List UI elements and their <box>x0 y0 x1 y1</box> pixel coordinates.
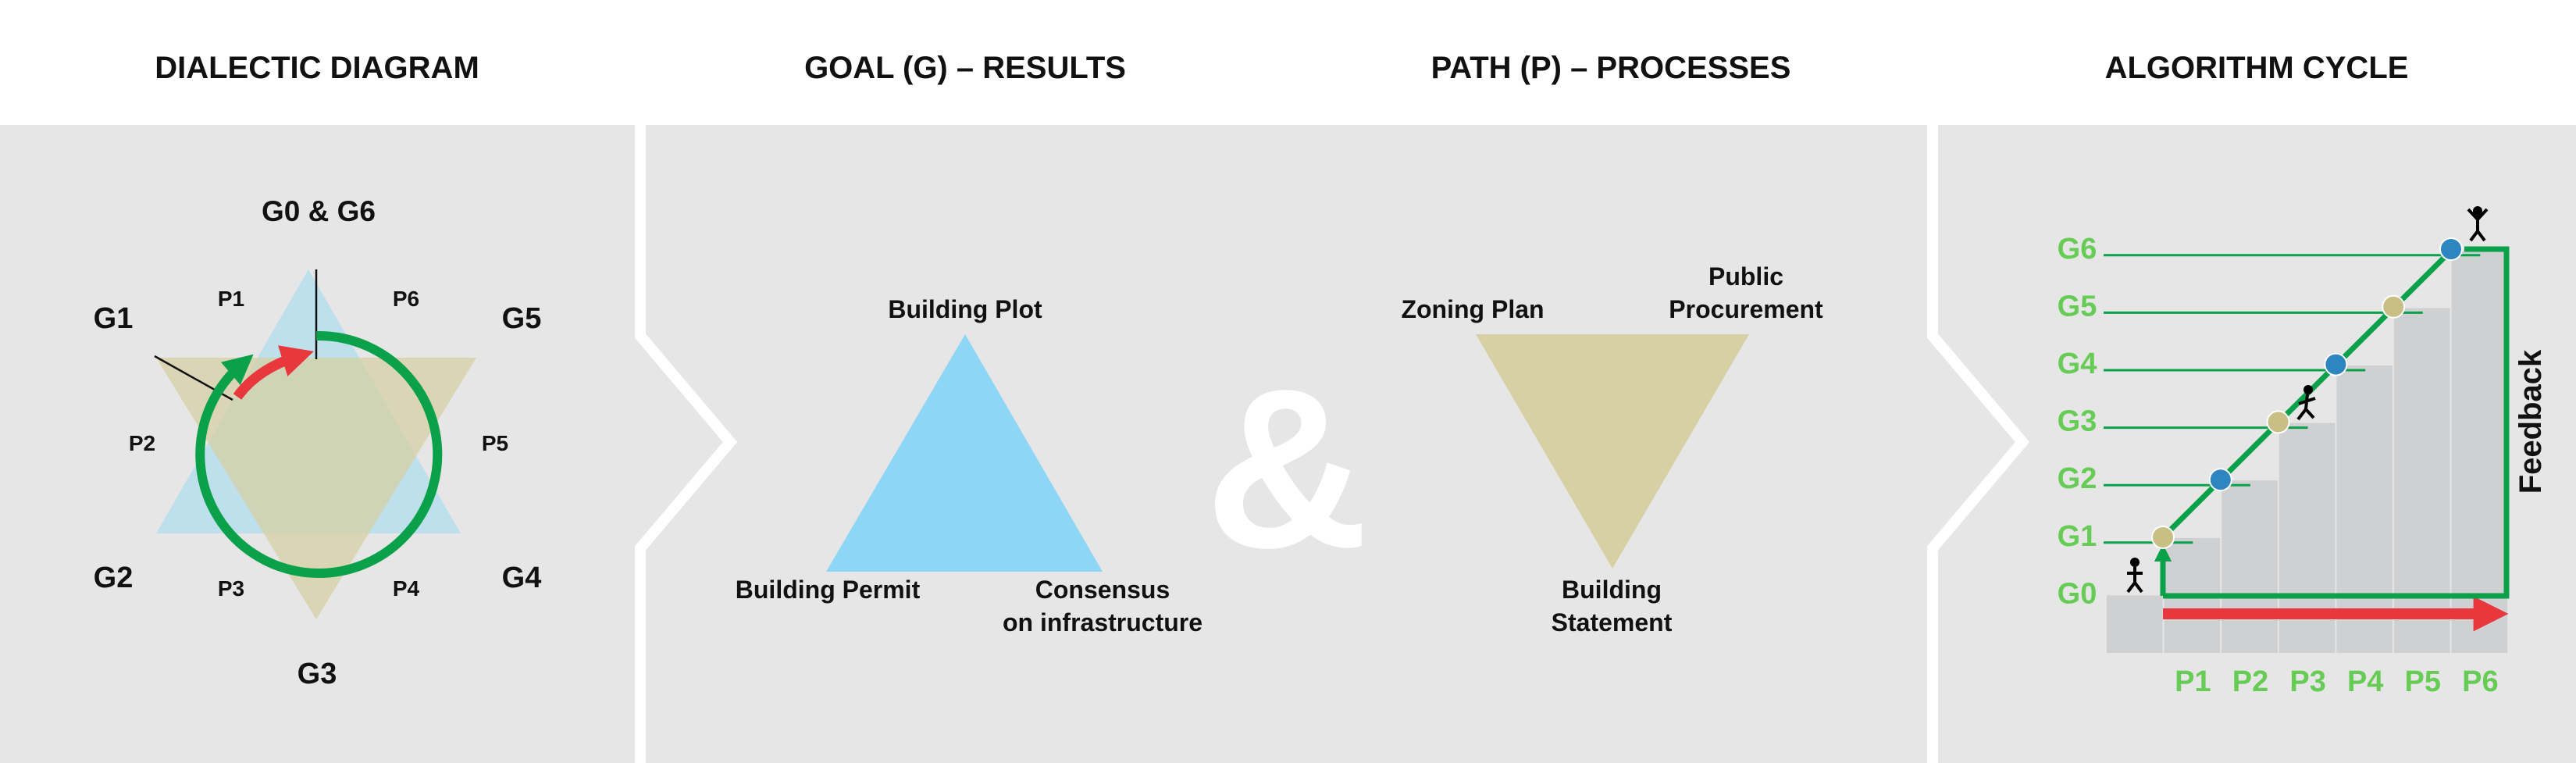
goal-label-right-1: Consensus <box>1035 576 1170 604</box>
stair-bar <box>2107 595 2163 653</box>
stair-bar <box>2221 480 2278 653</box>
step-node <box>2324 352 2348 376</box>
g-level-label: G1 <box>2058 520 2097 553</box>
dialectic-label-p3: P3 <box>218 576 244 601</box>
path-triangle-group: Zoning Plan Public Procurement Building … <box>1401 262 1823 636</box>
dialectic-label-p6: P6 <box>393 287 419 311</box>
chevron-separator-1 <box>635 125 738 763</box>
dialectic-label-p2: P2 <box>129 431 155 455</box>
chevron-separator-2 <box>1927 125 2030 763</box>
g-level-labels: G0 G1 G2 G3 G4 G5 G6 <box>2058 233 2097 611</box>
goal-label-left: Building Permit <box>736 576 921 604</box>
p-step-labels: P1 P2 P3 P4 P5 P6 <box>2175 665 2498 698</box>
dialectic-label-g4: G4 <box>502 562 542 594</box>
dialectic-label-p5: P5 <box>482 431 508 455</box>
goal-triangle <box>826 334 1103 572</box>
step-node <box>2382 294 2406 319</box>
step-node <box>2208 468 2232 492</box>
step-node <box>2439 237 2463 261</box>
header-dialectic: DIALECTIC DIAGRAM <box>155 51 479 85</box>
p-step-label: P1 <box>2175 665 2211 698</box>
dialectic-label-p1: P1 <box>218 287 244 311</box>
header-goal: GOAL (G) – RESULTS <box>804 51 1126 85</box>
stair-bar <box>2336 365 2393 653</box>
ampersand-glyph: & <box>1205 342 1368 595</box>
header-path: PATH (P) – PROCESSES <box>1431 51 1791 85</box>
dialectic-diagram: G0 & G6 G1 G5 G2 G4 G3 P1 P6 P2 P5 P3 P4 <box>94 195 542 690</box>
g-level-label: G4 <box>2058 348 2097 380</box>
g-level-label: G2 <box>2058 462 2097 495</box>
path-label-bottom-1: Building <box>1562 576 1662 604</box>
p-step-label: P2 <box>2232 665 2268 698</box>
level-lines <box>2104 254 2481 544</box>
stair-bar <box>2394 308 2450 653</box>
feedback-label: Feedback <box>2514 349 2548 494</box>
goal-triangle-group: Building Plot Building Permit Consensus … <box>736 295 1202 636</box>
algorithm-cycle: G0 G1 G2 G3 G4 G5 G6 P1 P2 P3 P4 P5 P6 Feedback <box>2058 205 2548 698</box>
path-label-right-1: Public <box>1708 262 1783 291</box>
path-label-left: Zoning Plan <box>1401 295 1544 323</box>
step-nodes <box>2151 237 2463 549</box>
dialectic-label-g3: G3 <box>298 658 337 690</box>
goal-label-right-2: on infrastructure <box>1003 608 1202 636</box>
step-node <box>2151 526 2175 549</box>
goal-label-top: Building Plot <box>888 295 1042 323</box>
dialectic-label-g5: G5 <box>502 302 542 335</box>
dialectic-label-top: G0 & G6 <box>262 195 376 227</box>
dialectic-tan-triangle <box>156 358 476 619</box>
p-step-label: P3 <box>2289 665 2325 698</box>
g-level-label: G3 <box>2058 405 2097 438</box>
step-node <box>2266 410 2290 434</box>
path-label-bottom-2: Statement <box>1552 608 1673 636</box>
dialectic-label-g2: G2 <box>94 562 134 594</box>
path-label-right-2: Procurement <box>1669 295 1823 323</box>
p-step-label: P4 <box>2347 665 2383 698</box>
header-algorithm: ALGORITHM CYCLE <box>2105 51 2409 85</box>
p-step-label: P6 <box>2462 665 2498 698</box>
stair-bar <box>2451 250 2508 653</box>
dialectic-start-arrow <box>233 345 314 400</box>
g-level-label: G5 <box>2058 290 2097 323</box>
g-level-label: G0 <box>2058 577 2097 610</box>
dialectic-label-g1: G1 <box>94 302 134 335</box>
dialectic-label-p4: P4 <box>393 576 420 601</box>
p-step-label: P5 <box>2405 665 2441 698</box>
panel-band <box>0 125 2576 763</box>
path-triangle <box>1476 334 1749 569</box>
feedback-loop-line <box>2163 246 2510 599</box>
g-level-label: G6 <box>2058 233 2097 266</box>
dialectic-cycle-arrow <box>195 330 443 578</box>
